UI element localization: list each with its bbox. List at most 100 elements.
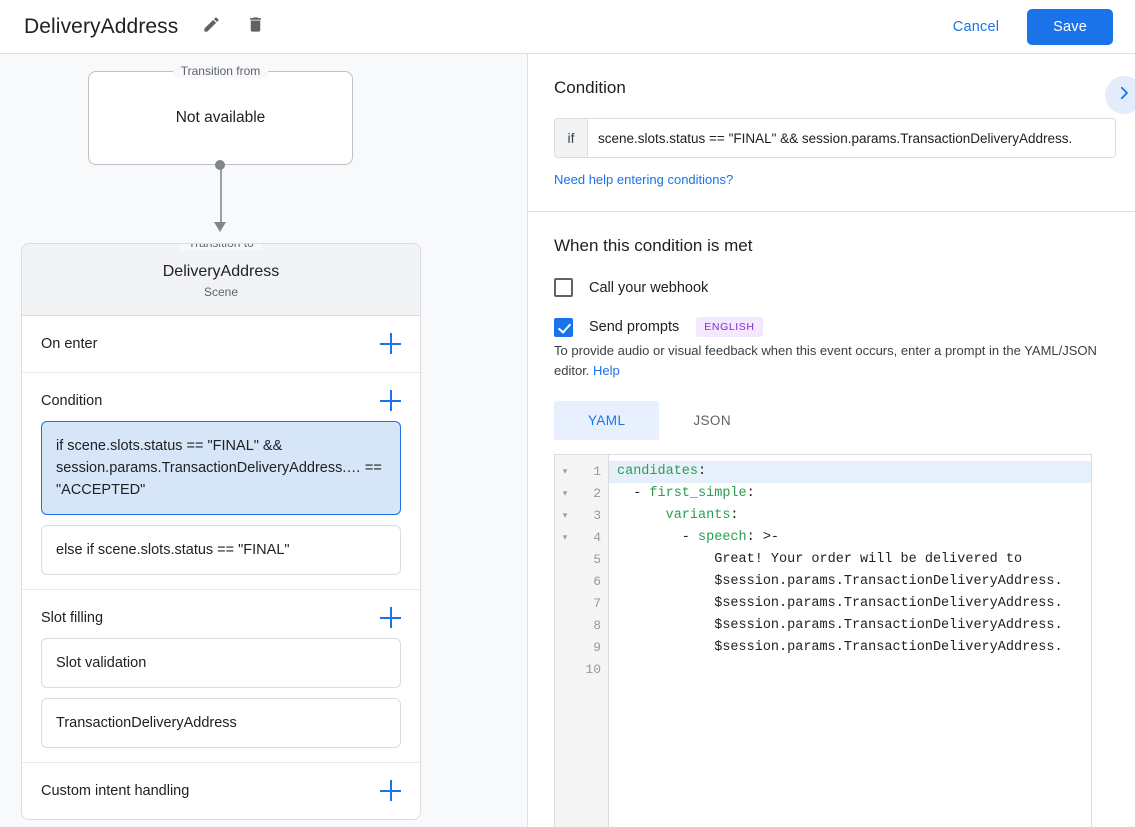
code-rest: >- [754,530,780,545]
edit-name-button[interactable] [194,10,228,44]
code-rest: $session.params.TransactionDeliveryAddre… [714,596,1063,611]
code-key: first_simple [649,486,747,501]
line-number: 10 [585,662,601,677]
code-line[interactable]: $session.params.TransactionDeliveryAddre… [609,615,1091,637]
section-header[interactable]: Slot filling [22,590,420,638]
code-indent [617,508,666,523]
code-line[interactable]: Great! Your order will be delivered to [609,549,1091,571]
left-graph-pane: Transition from Not available Transition… [0,54,528,827]
cancel-button[interactable]: Cancel [939,10,1013,44]
gutter-line: 10 [555,659,608,681]
line-number: 8 [593,618,601,633]
code-line[interactable]: $session.params.TransactionDeliveryAddre… [609,571,1091,593]
help-link[interactable]: Help [593,363,620,378]
connector-arrow-icon [214,222,226,232]
transition-from-legend: Transition from [172,64,269,78]
fold-arrow-icon[interactable]: ▾ [562,467,568,477]
send-prompts-label: Send prompts [589,319,680,335]
transition-to-legend: Transition to [180,244,262,250]
list-item[interactable]: else if scene.slots.status == "FINAL" [41,525,401,575]
description-text: To provide audio or visual feedback when… [554,343,1097,378]
code-key: candidates [617,464,699,479]
gutter-line: 8 [555,615,608,637]
save-button[interactable]: Save [1027,8,1113,45]
editor-code-area[interactable]: candidates: - first_simple: variants: - … [609,455,1091,827]
language-badge: ENGLISH [696,317,763,337]
gutter-line: ▾4 [555,527,608,549]
code-line[interactable]: - speech: >- [609,527,1091,549]
transition-to-subtitle: Scene [203,285,239,299]
section-header[interactable]: Condition [22,373,420,421]
transition-from-node[interactable]: Transition from Not available [88,64,353,165]
code-line[interactable]: $session.params.TransactionDeliveryAddre… [609,637,1091,659]
code-line[interactable] [609,659,1091,681]
trash-icon [246,15,265,39]
line-number: 3 [593,508,601,523]
code-line[interactable]: variants: [609,505,1091,527]
condition-input[interactable] [588,119,1115,157]
section-header[interactable]: Custom intent handling [22,763,420,819]
section-title: Custom intent handling [41,783,190,799]
send-prompts-checkbox[interactable] [554,317,573,337]
gutter-line: 6 [555,571,608,593]
app-header: DeliveryAddress Cancel Save [0,0,1135,54]
plus-icon[interactable] [380,390,402,412]
code-rest: $session.params.TransactionDeliveryAddre… [714,574,1063,589]
code-line[interactable]: candidates: [609,461,1091,483]
code-punct: : [746,486,755,501]
plus-icon[interactable] [380,780,402,802]
condition-heading: Condition [554,78,626,97]
code-indent [617,552,714,567]
code-punct: : [746,530,755,545]
call-webhook-row[interactable]: Call your webhook [554,278,1109,297]
pencil-icon [202,15,221,39]
condition-help-link[interactable]: Need help entering conditions? [554,172,734,187]
fold-arrow-icon[interactable]: ▾ [562,489,568,499]
section-title: On enter [41,336,98,352]
line-number: 1 [593,464,601,479]
code-rest: $session.params.TransactionDeliveryAddre… [714,618,1063,633]
transition-from-value: Not available [175,109,266,126]
connector-line [220,165,222,225]
line-number: 7 [593,596,601,611]
gutter-line: ▾2 [555,483,608,505]
code-line[interactable]: $session.params.TransactionDeliveryAddre… [609,593,1091,615]
transition-to-header[interactable]: Transition to DeliveryAddress Scene [22,244,420,316]
condition-section: Condition if Need help entering conditio… [528,54,1135,212]
code-punct: : [730,508,739,523]
list-item[interactable]: if scene.slots.status == "FINAL" && sess… [41,421,401,515]
fold-arrow-icon[interactable]: ▾ [562,533,568,543]
tab-json[interactable]: JSON [693,413,731,428]
line-number: 4 [593,530,601,545]
gutter-line: ▾3 [555,505,608,527]
page-title: DeliveryAddress [24,14,179,38]
code-line[interactable]: - first_simple: [609,483,1091,505]
tab-yaml[interactable]: YAML [554,401,660,440]
when-met-heading: When this condition is met [554,236,753,255]
line-number: 9 [593,640,601,655]
send-prompts-description: To provide audio or visual feedback when… [554,341,1109,381]
editor-format-tabs: YAML JSON [554,401,1109,440]
delete-button[interactable] [238,10,272,44]
code-indent [617,596,714,611]
expand-panel-button[interactable] [1105,76,1135,114]
line-number: 6 [593,574,601,589]
section-header[interactable]: On enter [22,316,420,372]
plus-icon[interactable] [380,607,402,629]
fold-arrow-icon[interactable]: ▾ [562,511,568,521]
code-key: speech [698,530,747,545]
list-item[interactable]: TransactionDeliveryAddress [41,698,401,748]
plus-icon[interactable] [380,333,402,355]
right-detail-pane: Condition if Need help entering conditio… [528,54,1135,827]
call-webhook-label: Call your webhook [589,279,709,296]
send-prompts-row[interactable]: Send prompts ENGLISH [554,317,1109,337]
list-item[interactable]: Slot validation [41,638,401,688]
line-number: 5 [593,552,601,567]
call-webhook-checkbox[interactable] [554,278,573,297]
code-indent [617,640,714,655]
graph-connector [0,160,527,243]
